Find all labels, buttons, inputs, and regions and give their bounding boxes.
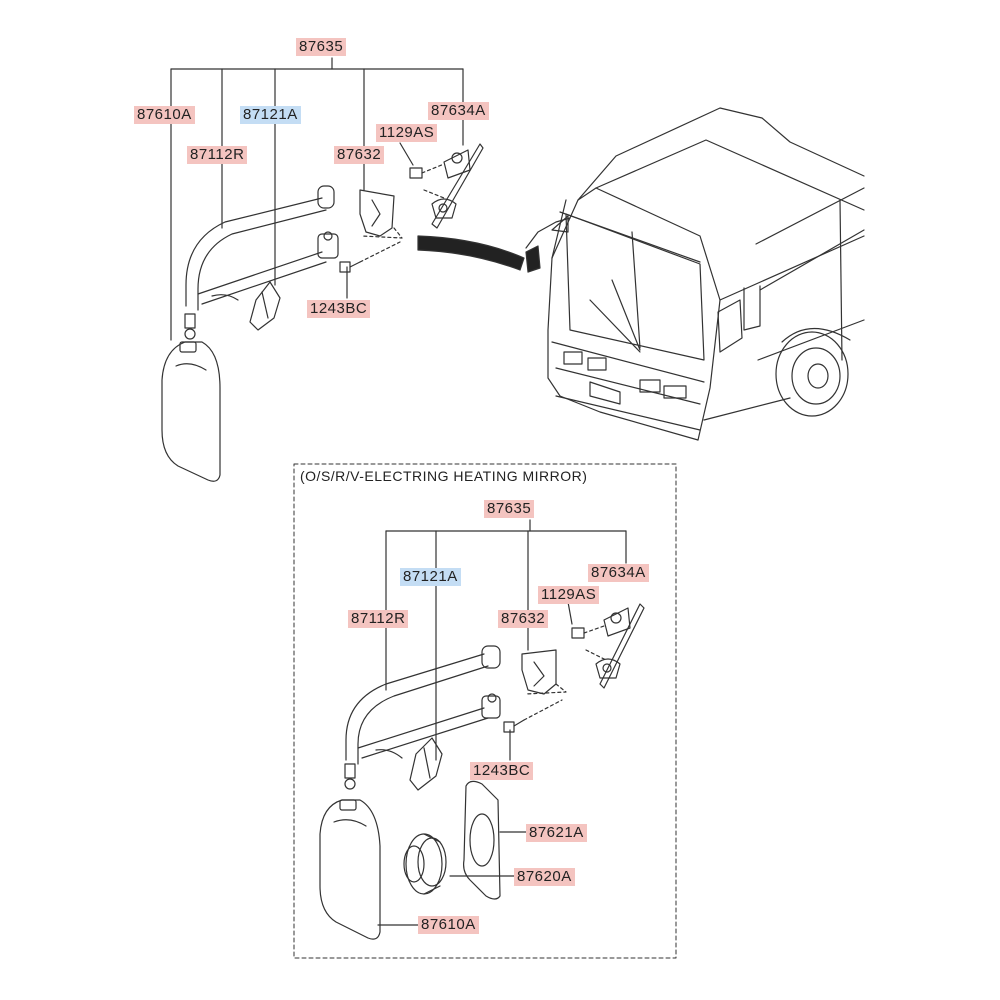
top-cover (249, 281, 281, 331)
top-label-87634a: 87634A (428, 102, 489, 120)
inset-label-87112r: 87112R (348, 610, 409, 628)
top-cap (359, 189, 403, 239)
inset-heater-pad (463, 780, 501, 900)
top-label-1129as: 1129AS (376, 124, 438, 142)
top-label-87635: 87635 (296, 38, 347, 56)
inset-label-87121a: 87121A (400, 568, 461, 586)
inset-mirror-stay (344, 645, 501, 790)
inset-bracket (571, 603, 645, 689)
inset-label-87621a: 87621A (526, 824, 587, 842)
top-label-1243bc: 1243BC (307, 300, 371, 318)
inset-glass-mirror (319, 799, 381, 940)
top-glass-mirror (161, 341, 221, 482)
inset-label-87610a: 87610A (418, 916, 479, 934)
top-bolt (339, 241, 401, 273)
inset-label-1243bc: 1243BC (470, 762, 534, 780)
top-label-87121a: 87121A (240, 106, 301, 124)
callout-arrow (417, 235, 525, 271)
inset-label-87632: 87632 (498, 610, 549, 628)
top-bracket (409, 143, 484, 229)
top-label-87112r: 87112R (187, 146, 248, 164)
inset-bolt (503, 699, 563, 733)
top-label-87610a: 87610A (134, 106, 195, 124)
inset-label-1129as: 1129AS (538, 586, 600, 604)
inset-label-87620a: 87620A (514, 868, 575, 886)
top-mirror-stay (184, 185, 339, 340)
bus-body (525, 107, 865, 441)
inset-actuator (403, 833, 447, 895)
inset-label-87634a: 87634A (588, 564, 649, 582)
inset-title: (O/S/R/V-ELECTRING HEATING MIRROR) (300, 468, 588, 484)
inset-border (293, 463, 677, 959)
top-label-87632: 87632 (334, 146, 385, 164)
inset-label-87635: 87635 (484, 500, 535, 518)
inset-cap (521, 649, 567, 695)
inset-cover (409, 737, 443, 791)
